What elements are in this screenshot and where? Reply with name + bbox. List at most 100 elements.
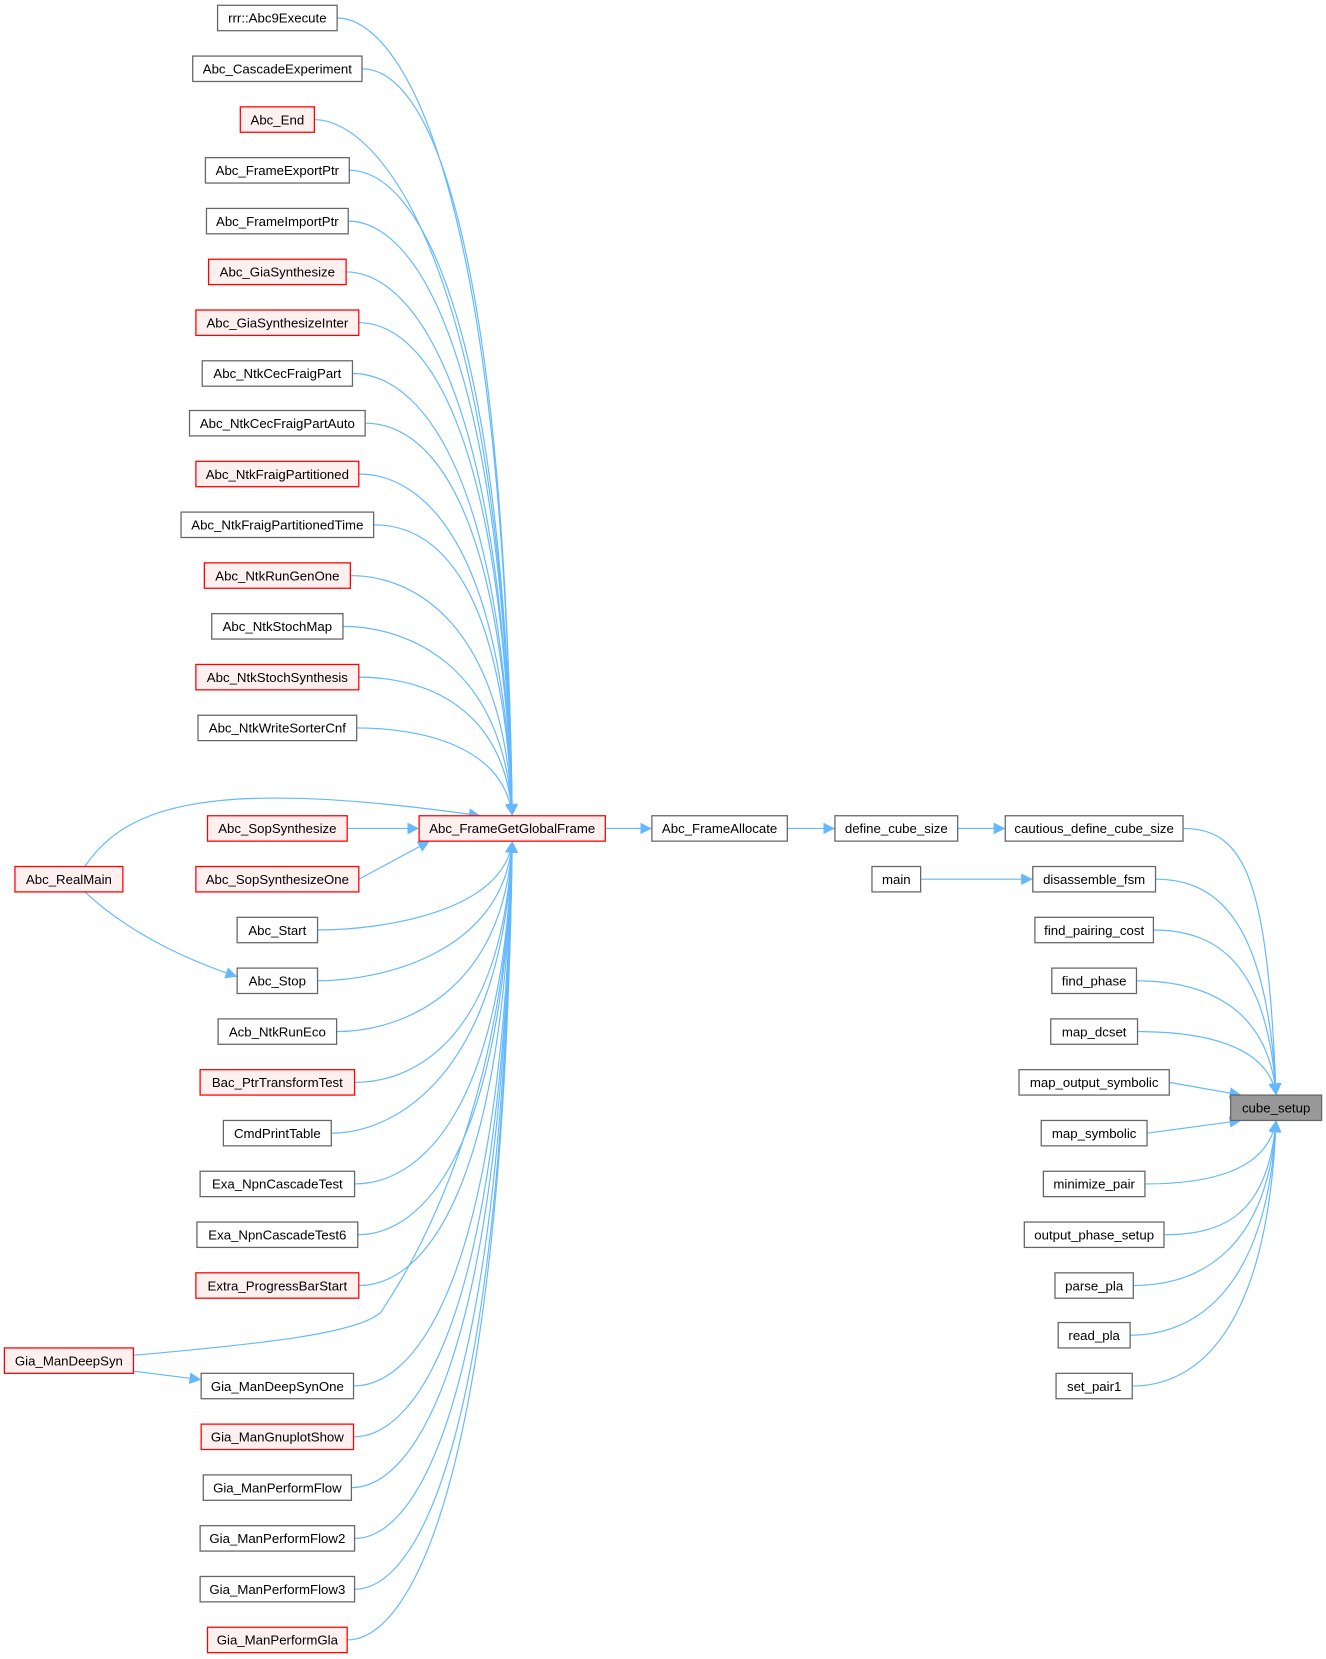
node-abc-giasynthesizeinter[interactable]: Abc_GiaSynthesizeInter — [195, 309, 360, 337]
node-abc-frameexportptr[interactable]: Abc_FrameExportPtr — [204, 157, 350, 184]
node-box — [1230, 1094, 1323, 1122]
node-main[interactable]: main — [871, 865, 922, 893]
node-label: Abc_CascadeExperiment — [203, 62, 352, 77]
node-box — [196, 1221, 359, 1249]
node-label: Abc_Start — [248, 923, 306, 938]
node-label: set_pair1 — [1067, 1379, 1121, 1394]
node-abc-ntkwritesortercnf[interactable]: Abc_NtkWriteSorterCnf — [197, 714, 358, 742]
node-box — [206, 1626, 348, 1654]
node-disassemble-fsm[interactable]: disassemble_fsm — [1032, 865, 1157, 893]
node-label: map_dcset — [1062, 1024, 1127, 1039]
edge-Abc_End-to-Abc_FrameGetGlobalFrame — [314, 118, 518, 816]
node-gia-mandeepsyn[interactable]: Gia_ManDeepSyn — [3, 1347, 135, 1374]
node-box — [418, 815, 606, 842]
node-label: map_output_symbolic — [1030, 1075, 1159, 1090]
node-gia-manperformflow3[interactable]: Gia_ManPerformFlow3 — [199, 1575, 356, 1603]
node-abc-framegetglobalframe[interactable]: Abc_FrameGetGlobalFrame — [418, 815, 606, 842]
edge-Abc_NtkCecFraigPartAuto-to-Abc_FrameGetGlobalFrame — [365, 422, 518, 816]
node-acb-ntkruneco[interactable]: Acb_NtkRunEco — [217, 1018, 338, 1045]
node-cautious-define-cube-size[interactable]: cautious_define_cube_size — [1004, 815, 1184, 842]
node-label: Abc_FrameAllocate — [662, 821, 777, 836]
node-exa-npncascadetest[interactable]: Exa_NpnCascadeTest — [199, 1170, 356, 1198]
node-label: Abc_GiaSynthesize — [220, 265, 335, 280]
node-map-dcset[interactable]: map_dcset — [1050, 1018, 1139, 1045]
node-label: rrr::Abc9Execute — [228, 11, 326, 26]
node-box — [206, 815, 348, 842]
node-label: Abc_NtkStochMap — [223, 619, 332, 634]
node-gia-manperformgla[interactable]: Gia_ManPerformGla — [206, 1626, 348, 1654]
node-extra-progressbarstart[interactable]: Extra_ProgressBarStart — [195, 1272, 360, 1299]
edge-Abc_Start-to-Abc_FrameGetGlobalFrame — [317, 841, 517, 931]
node-bac-ptrtransformtest[interactable]: Bac_PtrTransformTest — [199, 1069, 356, 1096]
node-abc-cascadeexperiment[interactable]: Abc_CascadeExperiment — [192, 55, 363, 83]
node-box — [199, 1525, 356, 1552]
node-abc-ntkrungenone[interactable]: Abc_NtkRunGenOne — [203, 562, 351, 589]
edge-Abc_NtkFraigPartitionedTime-to-Abc_FrameGetGlobalFrame — [373, 524, 518, 816]
node-gia-mandeepsynone[interactable]: Gia_ManDeepSynOne — [200, 1372, 355, 1400]
node-label: output_phase_setup — [1034, 1227, 1154, 1242]
node-map-symbolic[interactable]: map_symbolic — [1040, 1119, 1148, 1147]
edge-Gia_ManPerformFlow3-to-Abc_FrameGetGlobalFrame — [354, 841, 518, 1590]
node-cmdprinttable[interactable]: CmdPrintTable — [222, 1119, 332, 1147]
node-gia-manperformflow[interactable]: Gia_ManPerformFlow — [202, 1474, 353, 1501]
edge-minimize_pair-to-cube_setup — [1144, 1120, 1280, 1185]
node-label: Abc_NtkCecFraigPart — [213, 366, 341, 381]
node-gia-manperformflow2[interactable]: Gia_ManPerformFlow2 — [199, 1525, 356, 1552]
node-box — [1034, 916, 1155, 944]
node-abc-ntkcecfraigpart[interactable]: Abc_NtkCecFraigPart — [201, 360, 354, 387]
node-read-pla[interactable]: read_pla — [1057, 1321, 1131, 1349]
edge-Extra_ProgressBarStart-to-Abc_FrameGetGlobalFrame — [358, 841, 518, 1287]
node-abc-sopsynthesizeone[interactable]: Abc_SopSynthesizeOne — [195, 865, 360, 893]
edge-Abc_RealMain-to-Abc_Stop — [84, 891, 238, 979]
node-minimize-pair[interactable]: minimize_pair — [1042, 1170, 1146, 1198]
node-abc-giasynthesize[interactable]: Abc_GiaSynthesize — [207, 258, 347, 286]
node-label: find_pairing_cost — [1044, 923, 1144, 938]
node-cube-setup[interactable]: cube_setup — [1230, 1094, 1323, 1122]
node-abc-ntkfraigpartitioned[interactable]: Abc_NtkFraigPartitioned — [195, 460, 360, 488]
node-exa-npncascadetest6[interactable]: Exa_NpnCascadeTest6 — [196, 1221, 359, 1249]
node-output-phase-setup[interactable]: output_phase_setup — [1023, 1221, 1165, 1249]
node-gia-mangnuplotshow[interactable]: Gia_ManGnuplotShow — [200, 1423, 355, 1451]
node-abc-frameallocate[interactable]: Abc_FrameAllocate — [651, 815, 788, 842]
node-box — [1054, 1272, 1134, 1299]
node-box — [195, 460, 360, 488]
node-box — [1055, 1372, 1133, 1400]
edge-map_output_symbolic-to-cube_setup — [1169, 1081, 1242, 1099]
node-map-output-symbolic[interactable]: map_output_symbolic — [1018, 1069, 1170, 1096]
node-box — [239, 106, 316, 133]
node-label: CmdPrintTable — [234, 1126, 321, 1141]
node-abc-start[interactable]: Abc_Start — [236, 916, 319, 944]
node-box — [180, 511, 375, 539]
node-box — [188, 409, 366, 437]
node-box — [202, 1474, 353, 1501]
node-box — [1042, 1170, 1146, 1198]
node-box — [199, 1575, 356, 1603]
node-abc-ntkcecfraigpartauto[interactable]: Abc_NtkCecFraigPartAuto — [188, 409, 366, 437]
node-set-pair1[interactable]: set_pair1 — [1055, 1372, 1133, 1400]
node-rrr-abc9execute[interactable]: rrr::Abc9Execute — [216, 4, 338, 32]
node-abc-ntkfraigpartitionedtime[interactable]: Abc_NtkFraigPartitionedTime — [180, 511, 375, 539]
edge-Gia_ManDeepSyn-to-Abc_FrameGetGlobalFrame — [133, 841, 518, 1356]
node-abc-realmain[interactable]: Abc_RealMain — [14, 865, 124, 893]
node-abc-frameimportptr[interactable]: Abc_FrameImportPtr — [205, 207, 349, 235]
node-label: Gia_ManDeepSynOne — [211, 1379, 344, 1394]
edge-Gia_ManDeepSyn-to-Gia_ManDeepSynOne — [133, 1370, 202, 1385]
node-abc-stop[interactable]: Abc_Stop — [236, 967, 319, 995]
node-abc-ntkstochsynthesis[interactable]: Abc_NtkStochSynthesis — [195, 663, 360, 691]
node-box — [1023, 1221, 1165, 1249]
edge-Abc_NtkWriteSorterCnf-to-Abc_FrameGetGlobalFrame — [356, 727, 517, 816]
edge-Abc_FrameExportPtr-to-Abc_FrameGetGlobalFrame — [349, 169, 518, 816]
edge-Abc_CascadeExperiment-to-Abc_FrameGetGlobalFrame — [361, 68, 518, 816]
node-define-cube-size[interactable]: define_cube_size — [834, 815, 959, 842]
node-abc-ntkstochmap[interactable]: Abc_NtkStochMap — [211, 613, 344, 640]
node-parse-pla[interactable]: parse_pla — [1054, 1272, 1134, 1299]
node-find-phase[interactable]: find_phase — [1051, 967, 1138, 995]
node-label: map_symbolic — [1052, 1126, 1137, 1141]
node-find-pairing-cost[interactable]: find_pairing_cost — [1034, 916, 1155, 944]
edge-Gia_ManPerformFlow-to-Abc_FrameGetGlobalFrame — [351, 841, 518, 1489]
node-box — [200, 1423, 355, 1451]
node-abc-end[interactable]: Abc_End — [239, 106, 316, 133]
node-abc-sopsynthesize[interactable]: Abc_SopSynthesize — [206, 815, 348, 842]
node-label: define_cube_size — [845, 821, 948, 836]
node-label: Gia_ManPerformGla — [217, 1633, 339, 1648]
